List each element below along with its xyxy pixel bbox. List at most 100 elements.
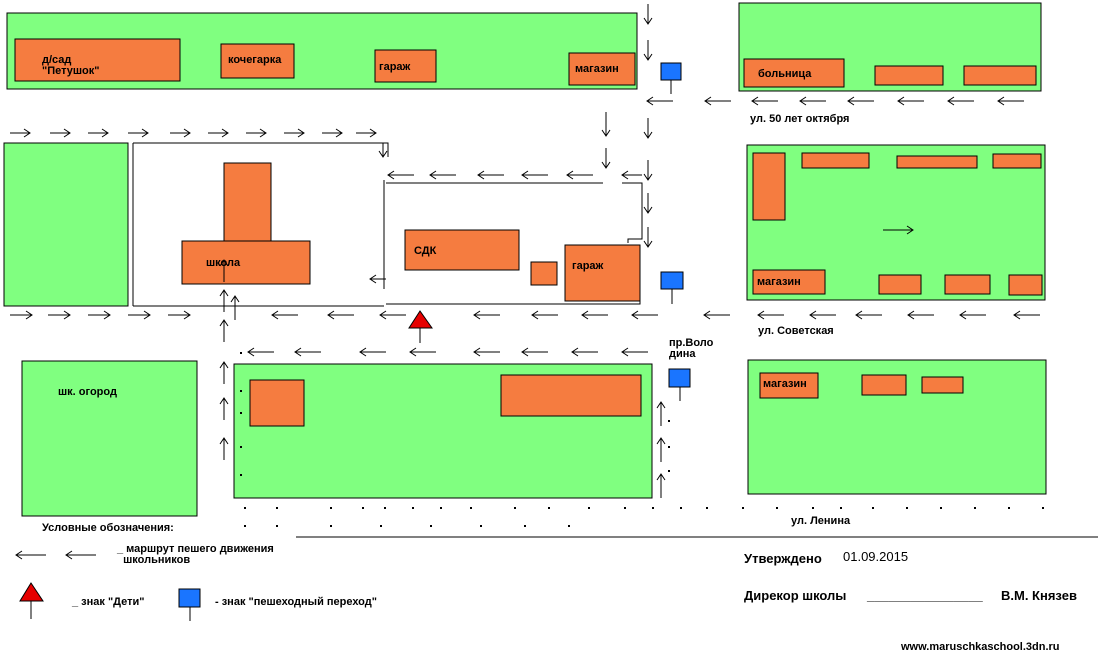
route-arrow [703, 310, 730, 320]
route-arrow [379, 310, 406, 320]
approved-label: Утверждено [744, 551, 822, 566]
block-left [3, 142, 129, 307]
edge-dot [652, 507, 654, 509]
edge-dot [240, 390, 242, 392]
route-arrow [847, 96, 874, 106]
edge-dot [362, 507, 364, 509]
street-oktyabrya-label: ул. 50 лет октября [750, 113, 850, 125]
route-arrow [631, 310, 658, 320]
route-arrow [230, 295, 240, 320]
street-sovetskaya-label: ул. Советская [758, 325, 834, 337]
sdk-label: СДК [414, 245, 437, 257]
building-bottom-right-3 [921, 376, 964, 394]
shop-right-building [752, 269, 826, 295]
edge-dot [380, 525, 382, 527]
route-arrow [947, 96, 974, 106]
route-arrow [208, 128, 229, 138]
director-label: Дирекор школы [744, 588, 847, 603]
route-arrow [219, 397, 229, 420]
street-volodina-label: пр.Воло дина [669, 337, 714, 360]
route-arrow [88, 128, 109, 138]
edge-dot [1008, 507, 1010, 509]
street-edge-dots [240, 352, 1044, 527]
signature-line: ________________ [867, 588, 983, 603]
sdk-annex [530, 261, 558, 286]
route-arrow [997, 96, 1024, 106]
building-mid-right-2 [896, 155, 978, 169]
route-arrow [219, 437, 229, 460]
route-arrow [128, 310, 151, 320]
route-arrow [566, 170, 593, 180]
edge-dot [668, 420, 670, 422]
route-arrow [378, 143, 388, 158]
hospital-building [743, 58, 845, 88]
pedestrian-sign-icon [178, 588, 201, 621]
building-mid-right-1 [801, 152, 870, 169]
garage-mid-label: гараж [572, 260, 604, 272]
sdk-building [404, 229, 520, 271]
building-mid-right-6 [1008, 274, 1043, 296]
route-arrow [907, 310, 934, 320]
route-arrow [704, 96, 731, 106]
route-arrow [50, 128, 71, 138]
pedestrian-sign-icon [660, 62, 682, 94]
building-mid-right-4 [878, 274, 922, 295]
route-arrow [247, 347, 274, 357]
hospital-label: больница [758, 68, 812, 80]
school-main [181, 240, 311, 285]
route-arrow [322, 128, 343, 138]
edge-dot [680, 507, 682, 509]
route-arrow [855, 310, 882, 320]
block-garden [21, 360, 198, 517]
edge-dot [812, 507, 814, 509]
edge-dot [906, 507, 908, 509]
route-arrow [757, 310, 784, 320]
route-arrow [10, 128, 31, 138]
edge-dot [480, 525, 482, 527]
pedestrian-sign-icon [660, 271, 684, 304]
route-arrow [219, 361, 229, 384]
building-top-right-2 [874, 65, 944, 86]
route-arrow [799, 96, 826, 106]
route-arrow [88, 310, 111, 320]
route-arrow [521, 170, 548, 180]
building-bottom-center-2 [500, 374, 642, 417]
route-arrow [643, 160, 653, 181]
edge-dot [872, 507, 874, 509]
route-arrow [897, 96, 924, 106]
route-arrow [246, 128, 267, 138]
shop-bottom-label: магазин [763, 378, 807, 390]
edge-dot [1042, 507, 1044, 509]
route-arrow [473, 310, 500, 320]
route-arrow [429, 170, 456, 180]
building-mid-right-3 [992, 153, 1042, 169]
route-arrow [883, 225, 914, 235]
approval-date: 01.09.2015 [843, 549, 909, 564]
route-arrow [284, 128, 305, 138]
route-arrow [601, 148, 611, 169]
building-bottom-right-2 [861, 374, 907, 396]
route-arrow [571, 347, 598, 357]
edge-dot [776, 507, 778, 509]
garage-mid-building [564, 244, 641, 302]
route-arrow [10, 310, 33, 320]
route-arrow [809, 310, 836, 320]
route-arrow [643, 4, 653, 25]
edge-dot [742, 507, 744, 509]
route-arrow [271, 310, 298, 320]
edge-dot [240, 412, 242, 414]
shop-bottom-building [759, 372, 819, 399]
building-mid-right-5 [944, 274, 991, 295]
route-arrow [1013, 310, 1040, 320]
children-signs [19, 310, 433, 619]
edge-dot [412, 507, 414, 509]
children-sign-icon [408, 310, 433, 343]
school-label: школа [206, 257, 241, 269]
route-arrow [359, 347, 386, 357]
route-arrow [473, 347, 500, 357]
edge-dot [470, 507, 472, 509]
building-mid-right-tall [752, 152, 786, 221]
route-arrow [581, 310, 608, 320]
